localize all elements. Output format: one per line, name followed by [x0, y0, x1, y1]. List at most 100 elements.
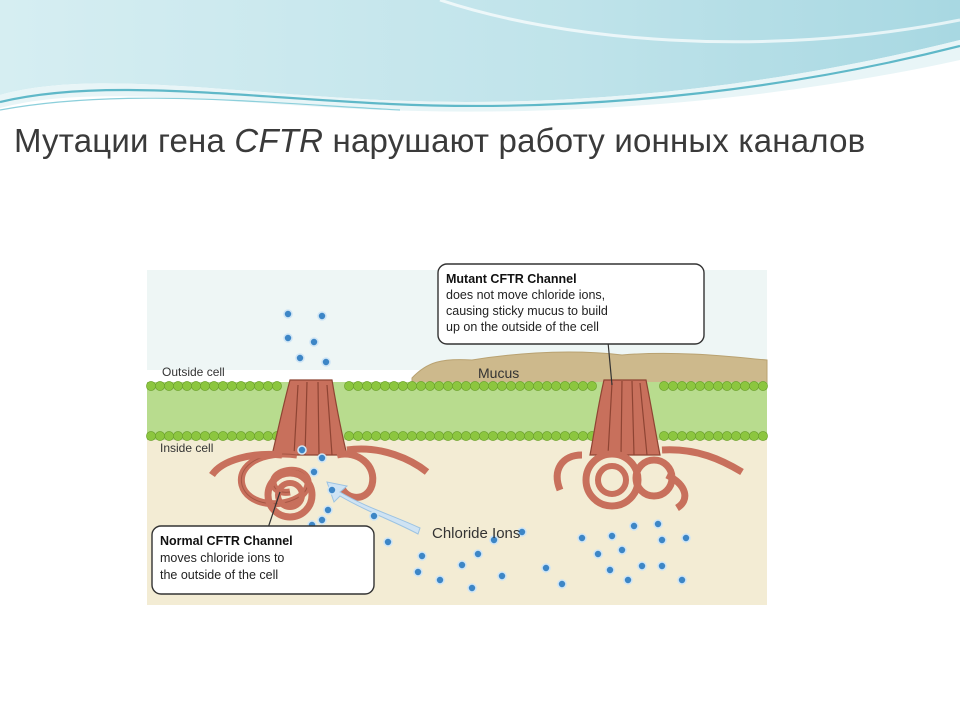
mutant-callout-line-1: does not move chloride ions, [446, 288, 605, 302]
lipid-head [659, 431, 669, 441]
lipid-head [668, 381, 678, 391]
lipid-head [425, 381, 435, 391]
lipid-head [425, 431, 435, 441]
lipid-head [659, 381, 669, 391]
lipid-head [371, 431, 381, 441]
chloride-ion [317, 311, 327, 321]
lipid-head [344, 381, 354, 391]
lipid-head [146, 431, 156, 441]
lipid-head [263, 431, 273, 441]
chloride-ion [283, 309, 293, 319]
chloride-ion [467, 583, 477, 593]
lipid-head [542, 381, 552, 391]
lipid-head [191, 381, 201, 391]
lipid-head [416, 431, 426, 441]
lipid-head [407, 431, 417, 441]
lipid-head [470, 431, 480, 441]
lipid-head [686, 431, 696, 441]
lipid-head [533, 381, 543, 391]
lipid-head [191, 431, 201, 441]
cftr-diagram: Outside cell Inside cell Mucus Chloride … [142, 210, 802, 610]
lipid-head [452, 431, 462, 441]
lipid-head [407, 381, 417, 391]
lipid-head [434, 381, 444, 391]
lipid-head [254, 431, 264, 441]
chloride-ion [653, 519, 663, 529]
lipid-head [245, 381, 255, 391]
lipid-head [695, 431, 705, 441]
chloride-ion [309, 337, 319, 347]
lipid-head [758, 431, 768, 441]
chloride-ion [489, 535, 499, 545]
lipid-head [155, 431, 165, 441]
chloride-ion [681, 533, 691, 543]
lipid-head [578, 381, 588, 391]
lipid-head [218, 381, 228, 391]
chloride-ion [617, 545, 627, 555]
lipid-head [713, 431, 723, 441]
lipid-head [164, 431, 174, 441]
title-part-1: Мутации гена [14, 122, 235, 159]
lipid-head [704, 431, 714, 441]
lipid-head [560, 431, 570, 441]
slide-title: Мутации гена CFTR нарушают работу ионных… [14, 122, 960, 160]
lipid-head [245, 431, 255, 441]
lipid-head [740, 381, 750, 391]
lipid-head [488, 431, 498, 441]
normal-cftr-channel [209, 379, 430, 521]
lipid-head [155, 381, 165, 391]
title-part-2: нарушают работу ионных каналов [323, 122, 866, 159]
mucus-label: Mucus [478, 365, 519, 381]
lipid-head [515, 431, 525, 441]
normal-callout-line-2: the outside of the cell [160, 568, 278, 582]
chloride-ion [557, 579, 567, 589]
title-gene-name: CFTR [234, 122, 324, 159]
mutant-callout-title: Mutant CFTR Channel [446, 272, 577, 286]
lipid-head [479, 431, 489, 441]
header-wave-decoration [0, 0, 960, 112]
chloride-ion [369, 511, 379, 521]
lipid-head [704, 381, 714, 391]
lipid-head [497, 381, 507, 391]
chloride-ion [605, 565, 615, 575]
lipid-head [470, 381, 480, 391]
mutant-callout: Mutant CFTR Channel does not move chlori… [437, 263, 705, 386]
lipid-head [416, 381, 426, 391]
chloride-ion [677, 575, 687, 585]
lipid-head [524, 431, 534, 441]
lipid-head [533, 431, 543, 441]
lipid-head [731, 381, 741, 391]
lipid-head [218, 431, 228, 441]
lipid-head [524, 381, 534, 391]
lipid-head [686, 381, 696, 391]
lipid-head [227, 381, 237, 391]
lipid-head [461, 381, 471, 391]
mutant-cftr-channel [553, 379, 744, 511]
lipid-head [389, 431, 399, 441]
chloride-ion [607, 531, 617, 541]
lipid-head [560, 381, 570, 391]
lipid-head [578, 431, 588, 441]
lipid-head [398, 381, 408, 391]
lipid-head [515, 381, 525, 391]
lipid-head [182, 431, 192, 441]
lipid-head [353, 381, 363, 391]
chloride-ion [327, 485, 337, 495]
lipid-head [551, 431, 561, 441]
mucus-layer [411, 351, 768, 386]
lipid-head [353, 431, 363, 441]
cell-membrane [146, 381, 768, 441]
lipid-head [434, 431, 444, 441]
lipid-head [263, 381, 273, 391]
lipid-head [182, 381, 192, 391]
chloride-ion [317, 515, 327, 525]
outside-cell-label: Outside cell [162, 365, 225, 379]
chloride-ion [283, 333, 293, 343]
lipid-head [713, 381, 723, 391]
chloride-ion [657, 535, 667, 545]
lipid-head [362, 381, 372, 391]
lipid-head [173, 381, 183, 391]
lipid-head [569, 381, 579, 391]
chloride-ion [413, 567, 423, 577]
lipid-head [380, 431, 390, 441]
